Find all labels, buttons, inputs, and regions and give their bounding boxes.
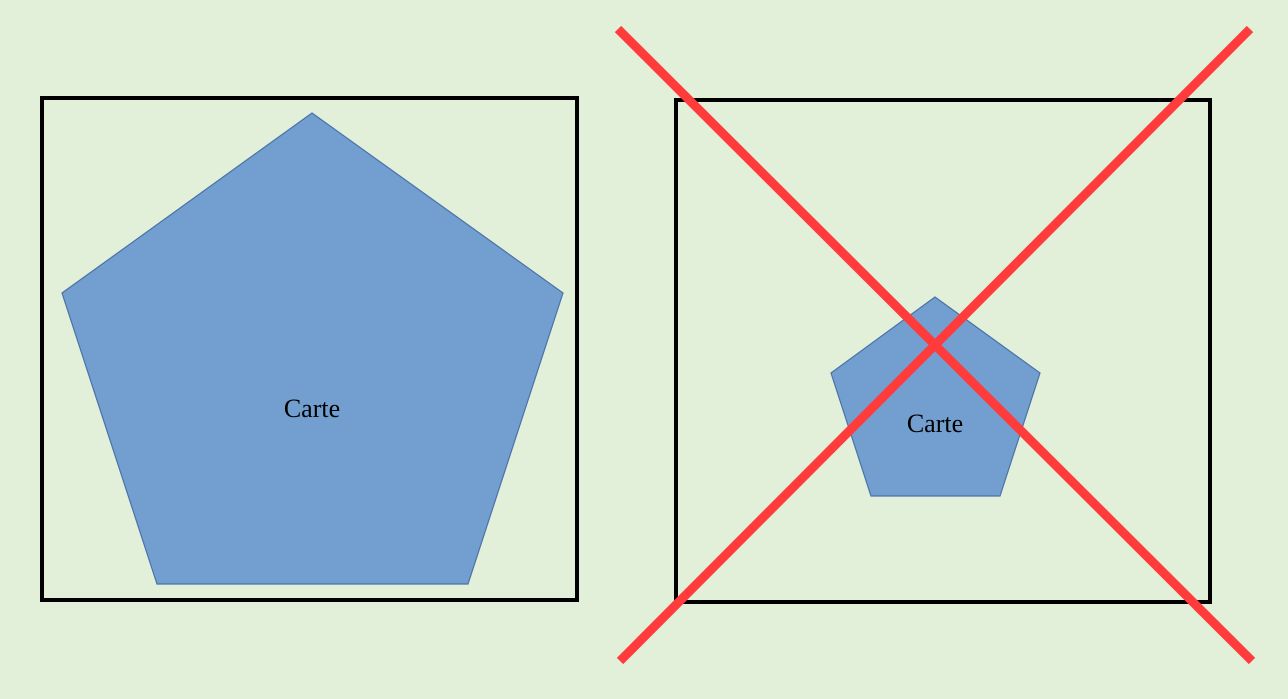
pentagon-map-small — [830, 296, 1041, 497]
panel-incorrect: Carte — [614, 25, 1256, 665]
map-label-left: Carte — [284, 394, 340, 423]
cross-line-2 — [616, 25, 1254, 665]
panel-correct: Carte — [40, 96, 579, 602]
map-label-right: Carte — [907, 409, 963, 438]
map-frame-right — [674, 98, 1212, 604]
map-frame-left — [40, 96, 579, 602]
cross-out-icon — [614, 25, 1256, 665]
pentagon-map-large — [61, 112, 564, 585]
